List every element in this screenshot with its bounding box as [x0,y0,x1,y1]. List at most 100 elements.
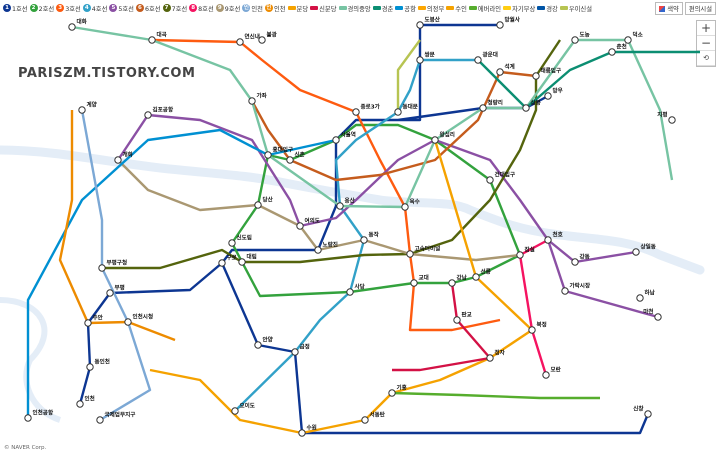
station[interactable]: 가락시장 [561,282,591,295]
station-marker[interactable] [394,108,402,116]
station[interactable]: 망우 [544,87,563,100]
station[interactable]: 마천 [643,308,662,321]
station[interactable]: 덕소 [624,31,643,44]
station[interactable]: 부평구청 [98,259,127,272]
station-marker[interactable] [148,36,156,44]
station-marker[interactable] [416,21,424,29]
legend-item[interactable]: 우이신설 [559,4,592,13]
station-marker[interactable] [106,289,114,297]
station[interactable]: 망월사 [496,16,521,29]
station[interactable]: 부평 [106,284,125,297]
station[interactable]: 노량진 [314,241,338,254]
station[interactable]: 쌍문 [416,51,435,64]
legend-item[interactable]: 분당 [287,4,308,13]
station-marker[interactable] [632,248,640,256]
station-marker[interactable] [296,222,304,230]
station-marker[interactable] [98,264,106,272]
station-marker[interactable] [231,407,239,415]
station-marker[interactable] [360,236,368,244]
station-marker[interactable] [291,348,299,356]
legend-item[interactable]: 신분당 [310,4,337,13]
legend-item[interactable]: 의정부 [417,4,444,13]
station[interactable]: 용산 [336,197,356,210]
station[interactable]: 교대 [410,274,429,287]
station[interactable]: 복정 [528,321,547,334]
station[interactable]: 신도림 [228,234,252,247]
station-marker[interactable] [472,273,480,281]
facilities-button[interactable]: 편의시설 [684,2,716,15]
station[interactable]: 기흥 [388,384,407,397]
station-marker[interactable] [114,156,122,164]
station-marker[interactable] [96,416,104,424]
station[interactable]: 태릉입구 [532,67,561,80]
station[interactable]: 건대입구 [486,171,515,184]
station-marker[interactable] [544,236,552,244]
station[interactable]: 계양 [78,101,98,114]
station-marker[interactable] [542,371,550,379]
station[interactable]: 대화 [68,18,88,31]
station-marker[interactable] [352,108,360,116]
zoom-in-button[interactable]: + [697,21,715,36]
station-marker[interactable] [532,72,540,80]
legend-item[interactable]: 경의중앙 [338,4,371,13]
station-marker[interactable] [218,259,226,267]
station-marker[interactable] [668,116,676,124]
station-marker[interactable] [228,239,236,247]
station[interactable]: 신창 [633,405,652,418]
station-marker[interactable] [401,203,409,211]
station[interactable]: 인천공항 [24,409,54,422]
legend-item[interactable]: 경강 [537,4,558,13]
station[interactable]: 국제업무지구 [96,411,136,424]
station-marker[interactable] [608,48,616,56]
station[interactable]: 당산 [254,196,274,209]
legend-item[interactable]: 수인 [446,4,467,13]
reset-view-button[interactable]: ⟲ [697,51,715,66]
station[interactable]: 대림 [238,253,257,266]
station[interactable]: 판교 [453,311,472,324]
station-marker[interactable] [336,202,344,210]
station[interactable]: 주안 [84,314,104,327]
station[interactable]: 사당 [346,283,366,296]
station[interactable]: 강남 [448,274,468,287]
station[interactable]: 연신내 [236,33,260,46]
station-marker[interactable] [254,201,262,209]
station-marker[interactable] [654,313,662,321]
station[interactable]: 도농 [571,31,590,44]
station-marker[interactable] [544,92,552,100]
station-marker[interactable] [479,104,487,112]
station[interactable]: 동작 [360,231,380,244]
station[interactable]: 홍대입구 [264,146,293,159]
station-marker[interactable] [24,414,32,422]
station[interactable]: 가좌 [248,92,268,105]
station[interactable]: 금정 [291,343,310,356]
station[interactable]: 왕십리 [431,131,455,144]
station-marker[interactable] [571,36,579,44]
station-marker[interactable] [636,294,644,302]
station[interactable]: 모란 [542,366,562,379]
station[interactable]: 인천 [76,395,95,408]
station[interactable]: 하남 [636,289,656,302]
zoom-out-button[interactable]: − [697,36,715,51]
station-marker[interactable] [361,416,369,424]
station-marker[interactable] [431,136,439,144]
legend-item[interactable]: 자기부상 [503,4,535,13]
station[interactable]: 상봉 [522,99,541,112]
station-marker[interactable] [453,316,461,324]
station[interactable]: 인천시청 [124,313,153,326]
color-blind-toggle-button[interactable]: 색약 [655,2,683,15]
station[interactable]: 김포공항 [144,106,174,119]
station-marker[interactable] [561,287,569,295]
station-marker[interactable] [298,429,306,437]
station[interactable]: 신촌 [286,151,305,164]
station[interactable]: 강동 [571,253,590,266]
station[interactable]: 춘천 [608,43,627,56]
station[interactable]: 수원 [298,424,317,437]
station[interactable]: 광운대 [474,51,498,64]
station-marker[interactable] [528,326,536,334]
station-marker[interactable] [124,318,132,326]
